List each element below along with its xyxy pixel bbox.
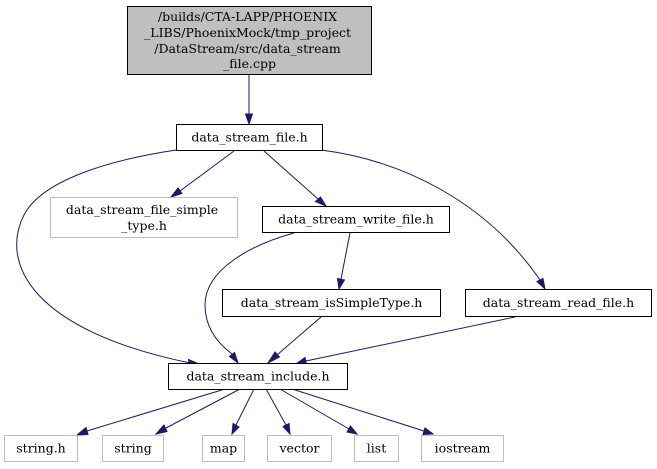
node-label-line: _LIBS/PhoenixMock/tmp_project	[144, 25, 351, 40]
node-label: string	[114, 441, 151, 456]
node-iostream[interactable]: iostream	[421, 435, 504, 462]
arrowhead	[75, 426, 89, 436]
node-label: string.h	[16, 441, 66, 456]
node-label-line: _type.h	[121, 218, 167, 233]
edge-include-to-list	[279, 388, 350, 430]
node-data-stream-file-h[interactable]: data_stream_file.h	[176, 124, 323, 151]
arrowhead	[244, 113, 254, 126]
node-box	[168, 363, 348, 390]
node-source-file[interactable]: /builds/CTA-LAPP/PHOENIX _LIBS/PhoenixMo…	[127, 6, 372, 75]
arrowhead	[231, 422, 240, 436]
arrowhead	[169, 187, 183, 198]
node-data-stream-file-simple-type-h[interactable]: data_stream_file_simple _type.h	[50, 197, 238, 238]
node-box	[267, 435, 332, 462]
node-list[interactable]: list	[354, 435, 399, 462]
edge-include-to-vector	[265, 388, 287, 426]
node-box	[222, 289, 441, 317]
edge-write-to-include	[204, 232, 295, 355]
node-box	[421, 435, 504, 462]
edge-include-to-string	[165, 388, 241, 429]
node-box	[127, 6, 372, 75]
node-data-stream-issimpletype-h[interactable]: data_stream_isSimpleType.h	[222, 289, 441, 317]
node-label: data_stream_write_file.h	[278, 212, 434, 227]
node-label: /builds/CTA-LAPP/PHOENIX _LIBS/PhoenixMo…	[144, 9, 355, 71]
edge-include-to-iostream	[291, 388, 425, 432]
node-box	[176, 124, 323, 151]
node-label-line: _file.cpp	[223, 56, 276, 71]
node-data-stream-write-file-h[interactable]: data_stream_write_file.h	[262, 206, 450, 233]
node-label: data_stream_include.h	[186, 369, 329, 384]
node-box	[354, 435, 399, 462]
node-label: vector	[279, 441, 320, 456]
node-label: iostream	[435, 441, 491, 456]
node-label: data_stream_file.h	[191, 130, 307, 145]
arrowhead	[422, 427, 435, 436]
arrowhead	[154, 424, 168, 435]
edge-file-to-read-file	[320, 149, 541, 281]
node-box	[202, 435, 245, 462]
node-data-stream-read-file-h[interactable]: data_stream_read_file.h	[465, 289, 652, 317]
arrowhead	[536, 277, 546, 291]
node-box	[262, 206, 450, 233]
node-box	[102, 435, 164, 462]
node-data-stream-include-h[interactable]: data_stream_include.h	[168, 363, 348, 390]
edges	[16, 75, 546, 436]
arrowhead	[336, 277, 346, 291]
node-string[interactable]: string	[102, 435, 164, 462]
node-box	[4, 435, 78, 462]
edge-file-to-write-file	[263, 150, 319, 200]
node-string-h[interactable]: string.h	[4, 435, 78, 462]
arrowhead	[282, 422, 291, 436]
node-label: data_stream_file_simple _type.h	[66, 202, 222, 233]
node-label: map	[210, 441, 237, 456]
arrowhead	[346, 425, 359, 435]
node-map[interactable]: map	[202, 435, 245, 462]
node-label: data_stream_read_file.h	[483, 295, 634, 310]
edge-issimpletype-to-include	[276, 316, 322, 356]
node-label-line: data_stream_file_simple	[66, 202, 218, 217]
node-label: list	[367, 441, 386, 456]
node-label-line: /DataStream/src/data_stream	[154, 41, 341, 56]
node-label: data_stream_isSimpleType.h	[241, 295, 423, 310]
node-box	[465, 289, 652, 317]
node-label-line: /builds/CTA-LAPP/PHOENIX	[158, 9, 337, 24]
node-box	[50, 197, 238, 238]
edge-file-to-include	[16, 149, 191, 364]
arrowhead	[228, 351, 239, 365]
node-vector[interactable]: vector	[267, 435, 332, 462]
edge-write-to-issimpletype	[340, 232, 351, 280]
edge-include-to-string-h	[86, 388, 226, 432]
edge-include-to-map	[235, 388, 255, 426]
arrowhead	[266, 351, 281, 365]
edge-file-to-simple-type	[179, 150, 235, 192]
arrowhead	[314, 196, 328, 208]
edge-read-to-include	[305, 316, 516, 362]
